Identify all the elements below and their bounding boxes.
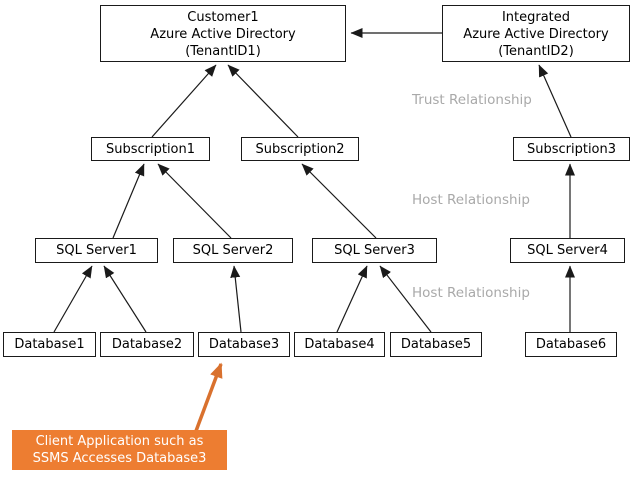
trust-relationship-label: Trust Relationship [412,92,532,108]
arrow-callout-to-database3 [194,362,223,432]
sql-server1-box: SQL Server1 [35,238,158,263]
callout-line2: SSMS Accesses Database3 [32,451,207,466]
tenant-box-integrated: Integrated Azure Active Directory (Tenan… [442,5,630,62]
tenant-customer1-name: Customer1 [187,9,259,25]
arrow-database3-to-sqlserver2 [230,265,242,333]
sql-server2-box: SQL Server2 [173,238,293,263]
host-relationship-label-upper: Host Relationship [412,192,530,208]
subscription1-box: Subscription1 [91,137,210,161]
tenant-box-customer1: Customer1 Azure Active Directory (Tenant… [100,5,346,62]
database3-box: Database3 [198,332,290,357]
database6-box: Database6 [525,332,617,357]
arrow-database5-to-sqlserver3 [379,265,432,333]
sql-server4-box: SQL Server4 [510,238,625,263]
database5-box: Database5 [390,332,482,357]
database1-box: Database1 [3,332,96,357]
arrow-sqlserver2-to-subscription1 [157,163,232,239]
arrow-database4-to-sqlserver3 [336,265,368,333]
sql-server3-box: SQL Server3 [312,238,437,263]
callout-line1: Client Application such as [35,434,204,449]
tenant-customer1-type: Azure Active Directory [150,26,296,42]
tenant-integrated-type: Azure Active Directory [463,26,609,42]
client-application-callout: Client Application such as SSMS Accesses… [12,430,227,470]
tenant-integrated-id: (TenantID2) [498,43,574,59]
subscription2-box: Subscription2 [241,137,359,161]
tenant-customer1-id: (TenantID1) [185,43,261,59]
arrow-subscription3-to-integrated [538,64,572,138]
arrow-sqlserver1-to-subscription1 [112,163,145,239]
arrow-database2-to-sqlserver1 [103,265,147,333]
arrow-database1-to-sqlserver1 [53,265,93,333]
host-relationship-label-lower: Host Relationship [412,285,530,301]
arrow-subscription2-to-customer1 [227,64,299,138]
tenant-integrated-name: Integrated [501,9,571,25]
arrow-subscription1-to-customer1 [151,64,217,138]
database4-box: Database4 [294,332,385,357]
subscription3-box: Subscription3 [513,137,630,161]
database2-box: Database2 [100,332,194,357]
arrow-sqlserver3-to-subscription2 [301,163,377,239]
